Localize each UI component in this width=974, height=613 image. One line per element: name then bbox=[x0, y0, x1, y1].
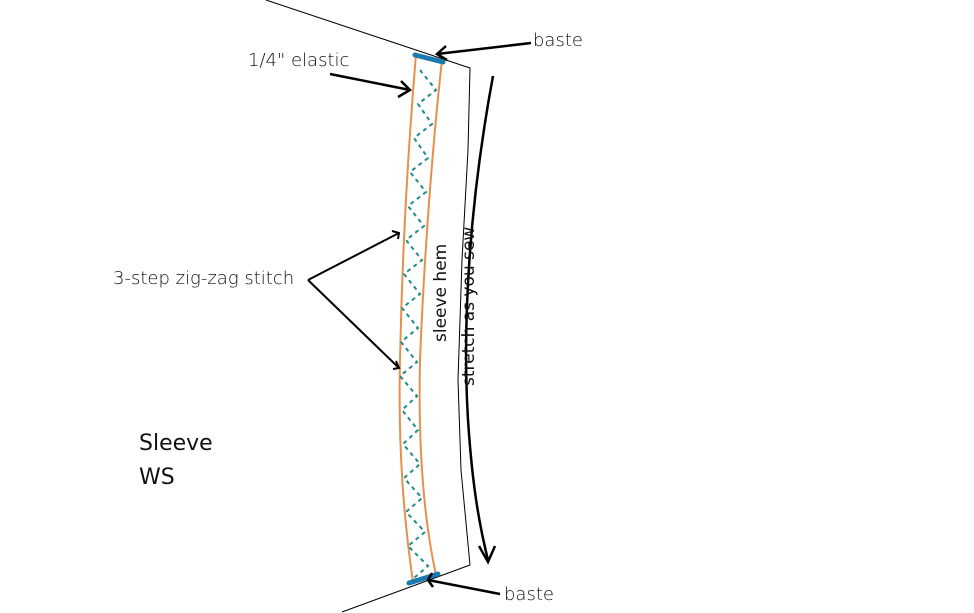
leader-arrows bbox=[307, 41, 532, 596]
label-baste-bottom: baste bbox=[504, 584, 554, 605]
sleeve-outline bbox=[265, 0, 471, 613]
label-ws: WS bbox=[139, 465, 175, 490]
label-sleeve: Sleeve bbox=[139, 431, 213, 456]
label-elastic: 1/4" elastic bbox=[248, 50, 350, 71]
baste-bar-top bbox=[412, 52, 446, 65]
label-baste-top: baste bbox=[533, 30, 583, 51]
zigzag-stitch bbox=[398, 69, 438, 579]
label-sleeve-hem: sleeve hem bbox=[431, 243, 451, 342]
elastic-band bbox=[398, 53, 443, 583]
stretch-arrow bbox=[464, 75, 497, 565]
baste-bar-bottom bbox=[406, 571, 441, 586]
label-zigzag-stitch: 3-step zig-zag stitch bbox=[113, 268, 295, 289]
label-stretch-as-you-sew: stretch as you sew bbox=[459, 226, 479, 386]
